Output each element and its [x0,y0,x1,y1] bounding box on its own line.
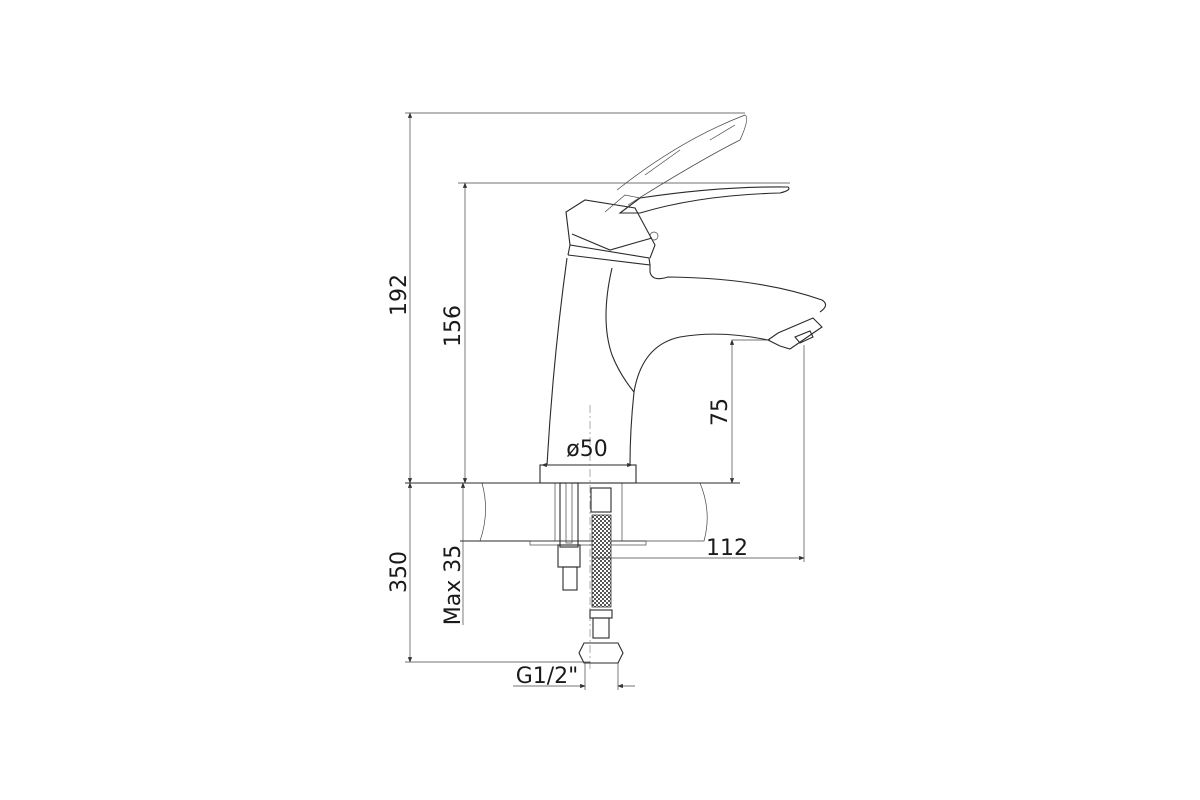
dim-connection-thread: G1/2" [516,664,579,689]
dim-hose-length: 350 [387,551,412,593]
dim-spout-clearance: 75 [708,398,733,426]
base-plate [539,464,637,484]
dim-overall-height: 192 [387,274,412,316]
dim-max-counter-thickness: Max 35 [441,545,466,625]
dimension-lines [405,112,805,690]
countertop [405,482,740,546]
dim-spout-reach: 112 [706,536,748,561]
supply-hose [578,487,624,664]
dim-base-diameter: ø50 [566,437,607,462]
mounting-bolt [557,482,581,591]
dim-spout-height: 156 [441,305,466,347]
faucet-body [546,114,827,466]
